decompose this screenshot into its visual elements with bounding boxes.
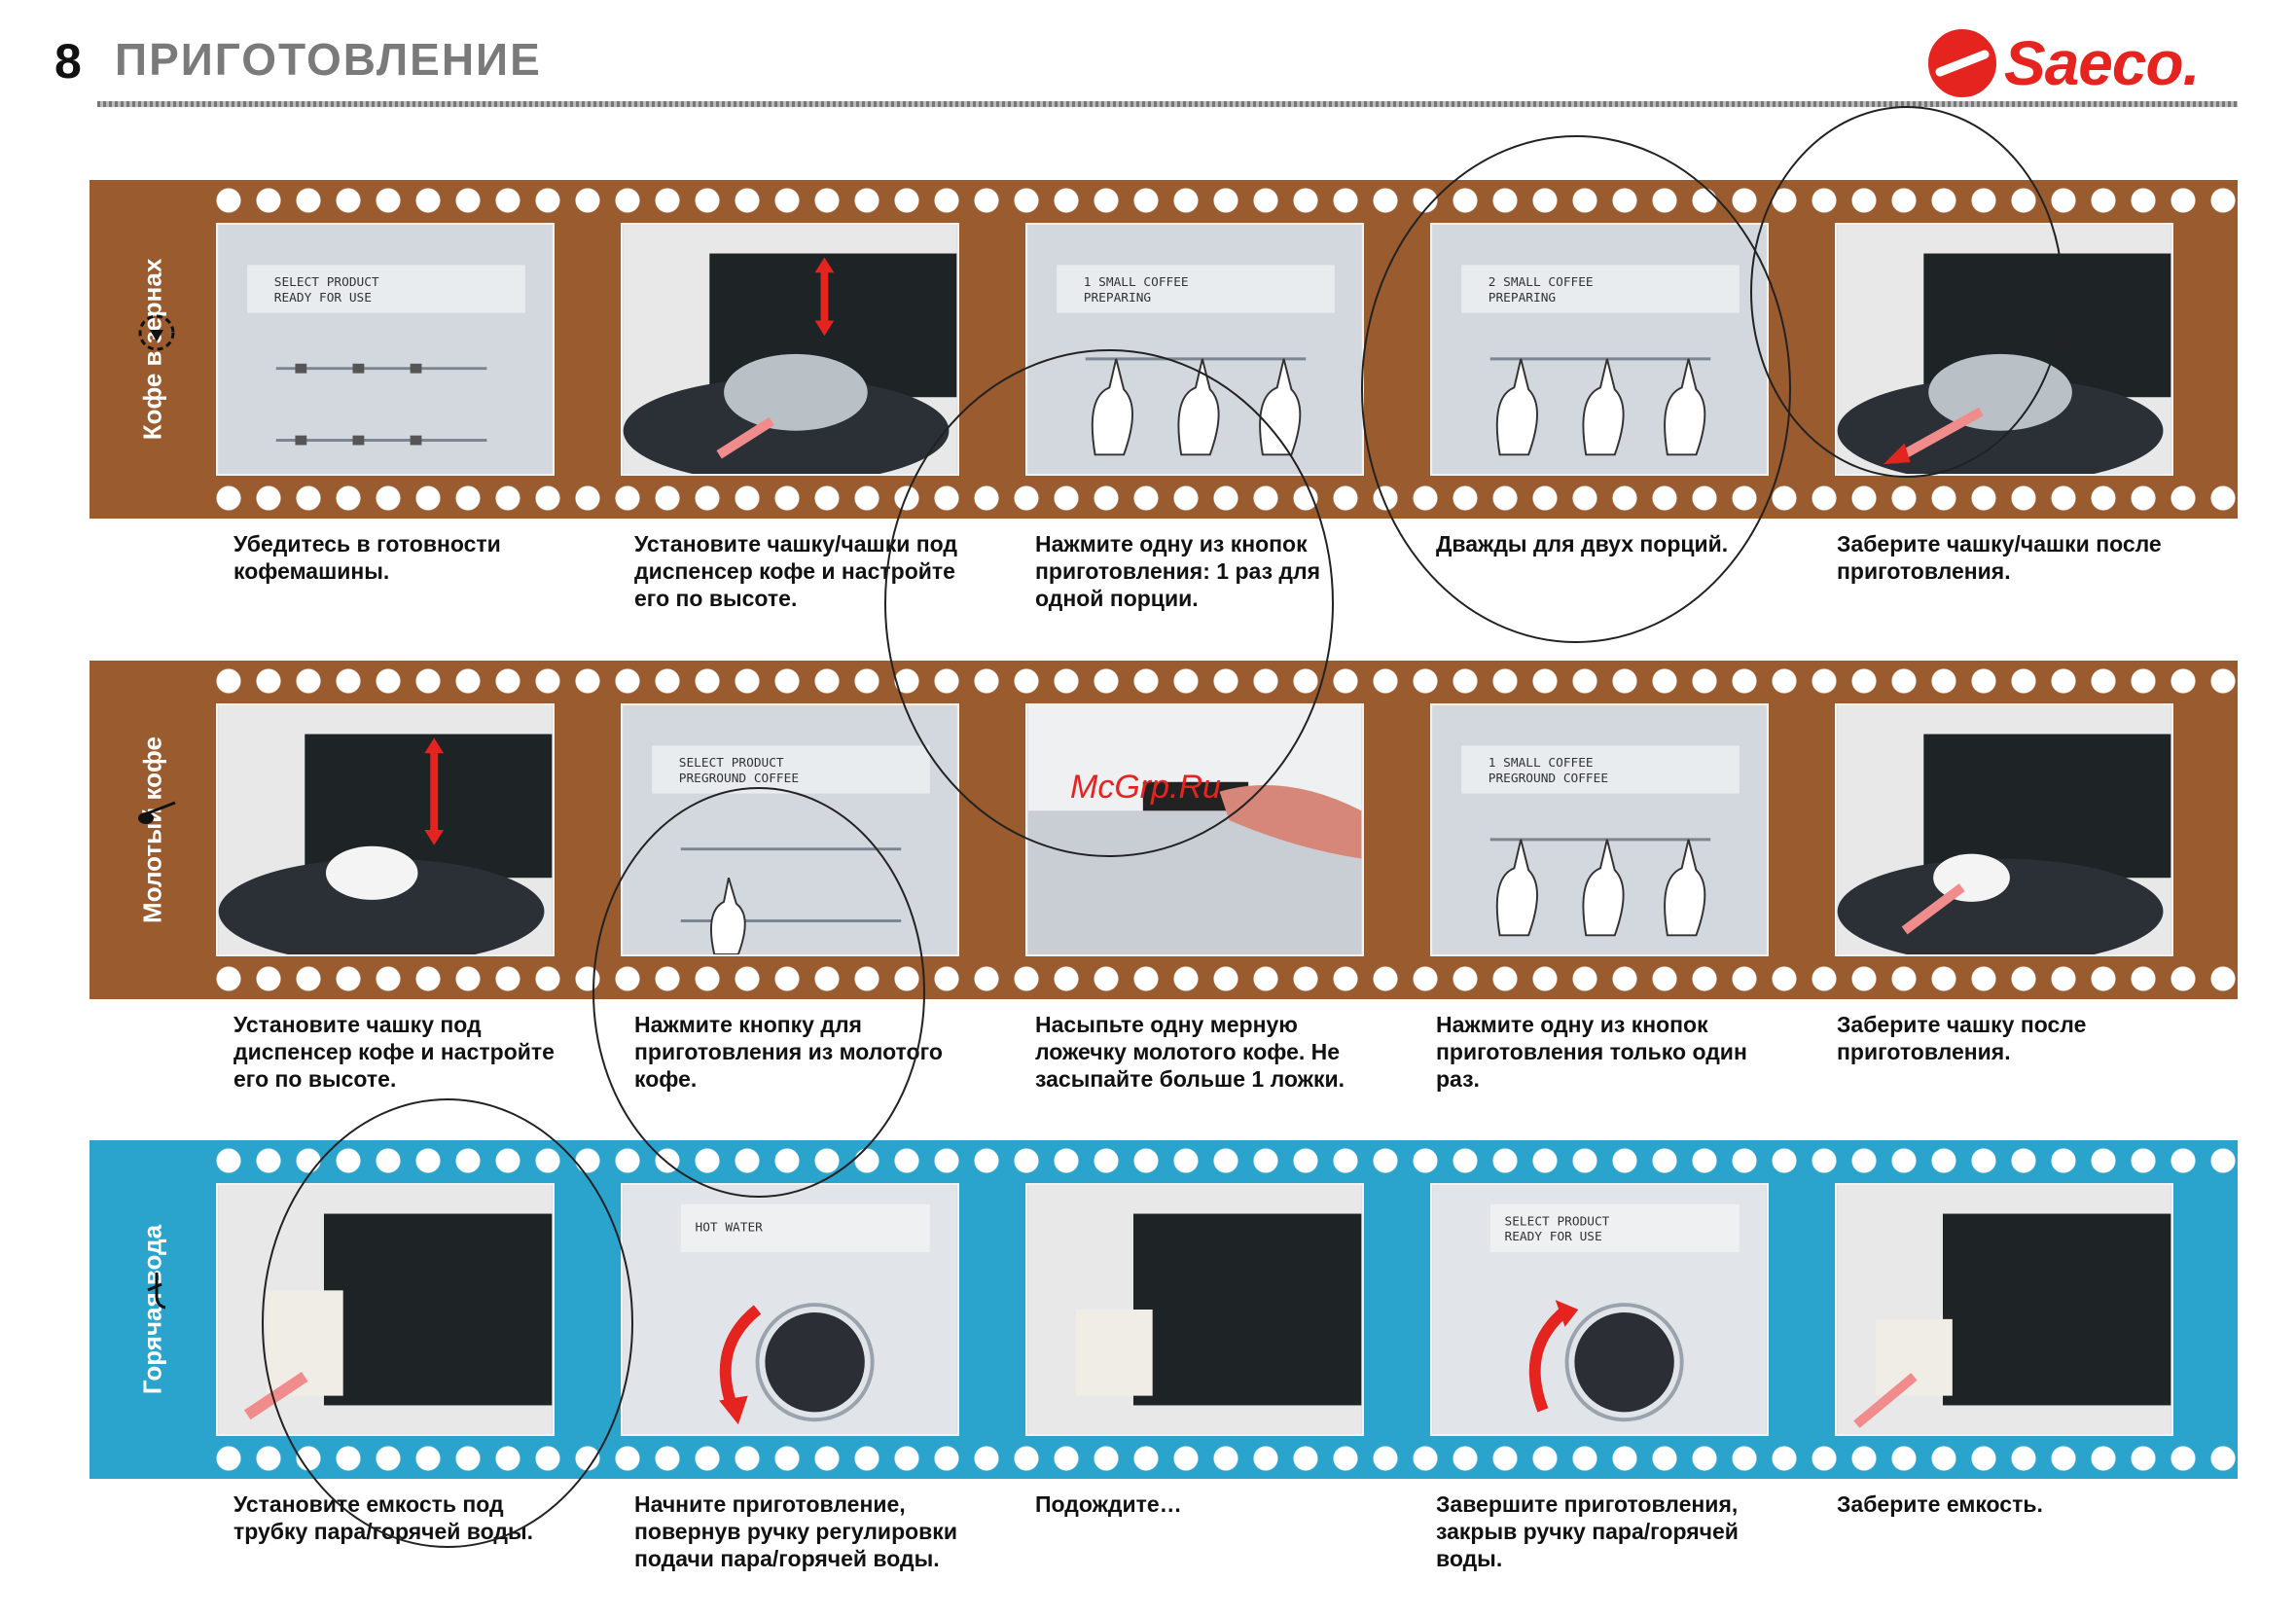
svg-text:HOT WATER: HOT WATER [696, 1220, 764, 1235]
step-4-image: SELECT PRODUCT READY FOR USE [1430, 1183, 1769, 1436]
step-4-image: 2 SMALL COFFEE PREPARING [1430, 223, 1769, 476]
film-holes-bottom [216, 966, 2238, 991]
step-1-caption: Убедитесь в готовности кофемашины. [233, 531, 501, 584]
svg-text:SELECT PRODUCT: SELECT PRODUCT [1505, 1214, 1610, 1229]
film-holes-top [216, 1148, 2238, 1173]
page-title: ПРИГОТОВЛЕНИЕ [115, 34, 542, 85]
step-2-image: HOT WATER [621, 1183, 959, 1436]
header-divider [97, 101, 2238, 107]
step-4-caption: Нажмите одну из кнопок приготовления тол… [1436, 1012, 1747, 1092]
step-2-image [621, 223, 959, 476]
brand-name: Saeco. [2004, 28, 2200, 98]
svg-text:PREPARING: PREPARING [1084, 291, 1151, 305]
step-1-image: SELECT PRODUCT READY FOR USE [216, 223, 555, 476]
step-2-caption: Нажмите кнопку для приготовления из моло… [634, 1012, 943, 1092]
ground-coffee-scoop-icon [138, 801, 176, 824]
step-3-image: 1 SMALL COFFEE PREPARING [1025, 223, 1364, 476]
film-holes-top [216, 668, 2238, 694]
step-5-caption: Заберите чашку/чашки после приготовления… [1837, 531, 2162, 584]
film-strip: Горячая вода HOT WATER [90, 1140, 2238, 1479]
film-holes-bottom [216, 485, 2238, 511]
step-5-image [1835, 1183, 2173, 1436]
side-label: Горячая вода [90, 1140, 216, 1479]
film-holes-top [216, 188, 2238, 213]
step-1-caption: Установите емкость под трубку пара/горяч… [233, 1491, 533, 1544]
coffee-beans-icon [138, 314, 175, 351]
step-1-image [216, 1183, 555, 1436]
svg-text:SELECT PRODUCT: SELECT PRODUCT [274, 275, 379, 290]
side-label: Кофе в зернах [90, 180, 216, 519]
saeco-logo: Saeco. [1926, 27, 2200, 99]
svg-text:1 SMALL COFFEE: 1 SMALL COFFEE [1084, 275, 1189, 290]
step-1-caption: Установите чашку под диспенсер кофе и на… [233, 1012, 555, 1092]
svg-text:PREGROUND COFFEE: PREGROUND COFFEE [679, 772, 799, 786]
svg-text:SELECT PRODUCT: SELECT PRODUCT [679, 756, 784, 771]
step-5-image [1835, 703, 2173, 956]
step-4-caption: Завершите приготовления, закрыв ручку па… [1436, 1491, 1739, 1571]
step-2-caption: Установите чашку/чашки под диспенсер коф… [634, 531, 957, 611]
page-header: 8 ПРИГОТОВЛЕНИЕ Saeco. [0, 0, 2296, 117]
step-2-caption: Начните приготовление, повернув ручку ре… [634, 1491, 957, 1571]
saeco-logo-icon [1928, 29, 1996, 97]
film-holes-bottom [216, 1446, 2238, 1471]
step-5-image [1835, 223, 2173, 476]
svg-text:READY FOR USE: READY FOR USE [1505, 1230, 1602, 1244]
svg-text:PREGROUND COFFEE: PREGROUND COFFEE [1489, 772, 1608, 786]
watermark-text: McGrp.Ru [1070, 769, 1221, 806]
step-1-image [216, 703, 555, 956]
svg-text:READY FOR USE: READY FOR USE [274, 291, 372, 305]
step-4-caption: Дважды для двух порций. [1436, 531, 1729, 557]
step-3-caption: Нажмите одну из кнопок приготовления: 1 … [1035, 531, 1321, 611]
svg-text:PREPARING: PREPARING [1489, 291, 1556, 305]
film-strip: Молотый кофе [90, 661, 2238, 999]
step-3-image [1025, 1183, 1364, 1436]
step-2-image: SELECT PRODUCT PREGROUND COFFEE [621, 703, 959, 956]
step-3-caption: Подождите… [1035, 1491, 1182, 1517]
page-number: 8 [54, 34, 82, 89]
step-3-image [1025, 703, 1364, 956]
svg-text:2 SMALL COFFEE: 2 SMALL COFFEE [1489, 275, 1594, 290]
film-strip: Кофе в зернах SELECT PRODUCT READY FOR U… [90, 180, 2238, 519]
step-5-caption: Заберите чашку после приготовления. [1837, 1012, 2087, 1064]
step-5-caption: Заберите емкость. [1837, 1491, 2043, 1517]
step-3-caption: Насыпьте одну мерную ложечку молотого ко… [1035, 1012, 1345, 1092]
hot-water-wand-icon [147, 1273, 166, 1310]
svg-text:1 SMALL COFFEE: 1 SMALL COFFEE [1489, 756, 1594, 771]
step-4-image: 1 SMALL COFFEE PREGROUND COFFEE [1430, 703, 1769, 956]
side-label: Молотый кофе [90, 661, 216, 999]
